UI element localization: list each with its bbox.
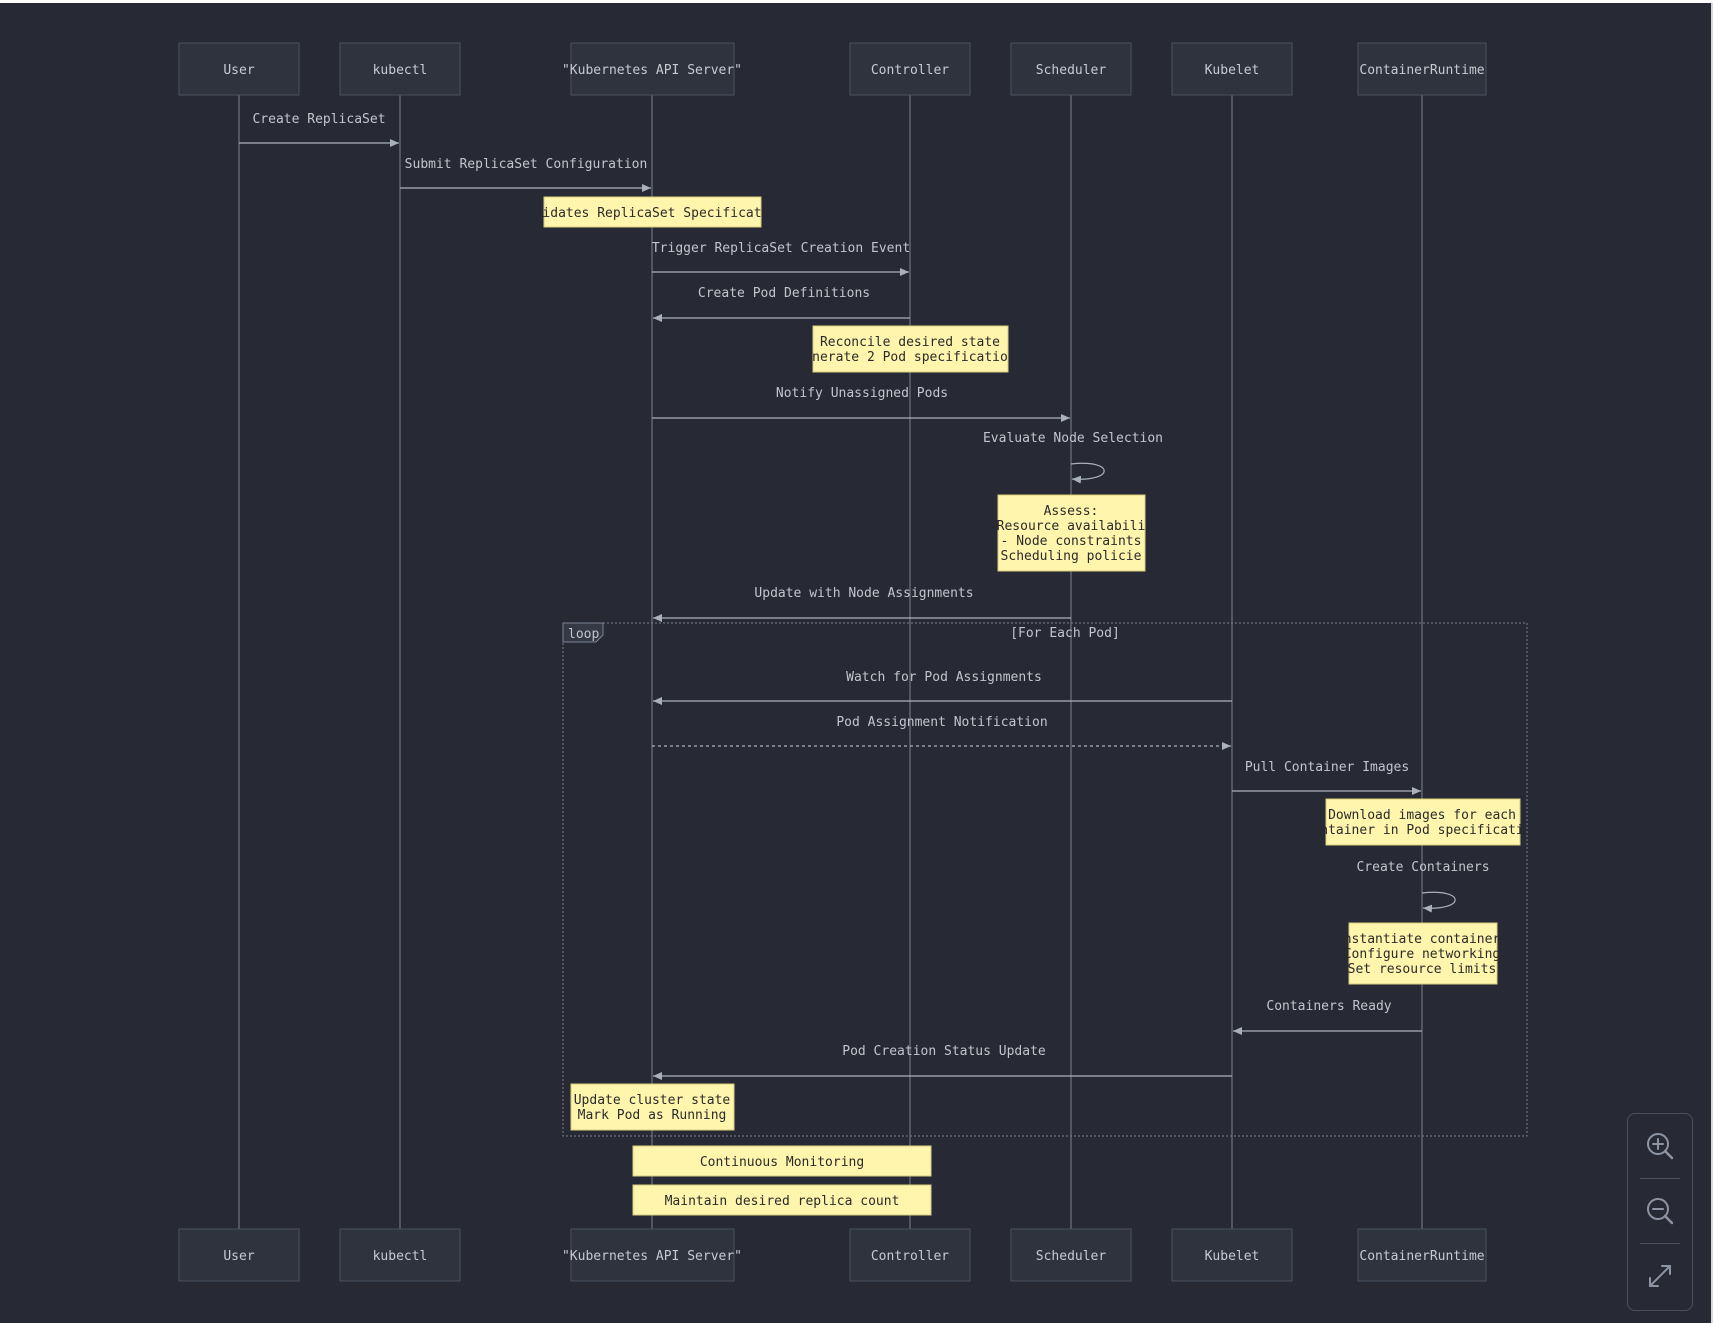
actor-controller[interactable]: Controller: [849, 1228, 971, 1282]
svg-text:Configure networking: Configure networking: [1344, 947, 1501, 962]
lifelines: [238, 95, 1423, 1229]
actors-bottom: User kubectl "Kubernetes API Server" Con…: [178, 1228, 1487, 1282]
self-message-arrow: [1421, 891, 1456, 913]
message-label: Containers Ready: [1266, 999, 1391, 1014]
svg-text:kubectl: kubectl: [373, 1249, 428, 1264]
actor-user[interactable]: User: [178, 42, 300, 96]
actor-kubectl[interactable]: kubectl: [339, 1228, 461, 1282]
messages: Create ReplicaSet Submit ReplicaSet Conf…: [239, 112, 1490, 1080]
actor-kubectl[interactable]: kubectl: [339, 42, 461, 96]
actors-top: User kubectl "Kubernetes API Server" Con…: [178, 42, 1487, 96]
svg-text:kubectl: kubectl: [373, 63, 428, 78]
svg-text:- Node constraints: - Node constraints: [1001, 534, 1142, 549]
svg-text:Update cluster state: Update cluster state: [574, 1093, 731, 1108]
zoom-out-icon: [1647, 1198, 1674, 1225]
message-label: Trigger ReplicaSet Creation Event: [652, 241, 910, 256]
note: Update cluster state Mark Pod as Running: [570, 1083, 735, 1131]
svg-text:User: User: [223, 63, 254, 78]
note: Maintain desired replica count: [632, 1184, 932, 1216]
fit-screen-icon: [1649, 1265, 1671, 1287]
svg-text:Download images for each: Download images for each: [1328, 808, 1516, 823]
loop-frame: loop [For Each Pod]: [562, 622, 1528, 1137]
note: nstantiate container Configure networkin…: [1344, 922, 1501, 985]
message-label: Pod Assignment Notification: [836, 715, 1047, 730]
message-label: Pull Container Images: [1245, 760, 1409, 775]
actor-scheduler[interactable]: Scheduler: [1010, 1228, 1132, 1282]
message-label: Notify Unassigned Pods: [776, 386, 948, 401]
message-label: Pod Creation Status Update: [842, 1044, 1046, 1059]
note: Assess: Resource availabili - Node const…: [997, 494, 1146, 572]
note: Continuous Monitoring: [632, 1145, 932, 1177]
svg-text:"Kubernetes API Server": "Kubernetes API Server": [562, 1249, 742, 1264]
loop-condition: [For Each Pod]: [1010, 626, 1120, 641]
svg-text:Reconcile desired state: Reconcile desired state: [820, 335, 1000, 350]
divider: [1640, 1243, 1680, 1244]
zoom-controls: [1627, 1113, 1693, 1311]
actor-controller[interactable]: Controller: [849, 42, 971, 96]
svg-text:Assess:: Assess:: [1044, 504, 1099, 519]
svg-text:"Kubernetes API Server": "Kubernetes API Server": [562, 63, 742, 78]
message-label: Update with Node Assignments: [754, 586, 973, 601]
svg-text:ContainerRuntime: ContainerRuntime: [1359, 1249, 1484, 1264]
zoom-in-button[interactable]: [1628, 1114, 1692, 1178]
diagram-canvas[interactable]: loop [For Each Pod] Create ReplicaSet Su…: [0, 3, 1713, 1323]
svg-text:Continuous Monitoring: Continuous Monitoring: [700, 1155, 864, 1170]
note: idates ReplicaSet Specificat: [542, 196, 762, 228]
message-label: Create Containers: [1356, 860, 1489, 875]
loop-tag-label: loop: [568, 627, 599, 642]
message-label: Evaluate Node Selection: [983, 431, 1163, 446]
message-label: Create ReplicaSet: [252, 112, 385, 127]
svg-text:Set resource limits: Set resource limits: [1348, 962, 1497, 977]
actor-user[interactable]: User: [178, 1228, 300, 1282]
actor-kubelet[interactable]: Kubelet: [1171, 1228, 1293, 1282]
message-label: Submit ReplicaSet Configuration: [405, 157, 648, 172]
message-label: Create Pod Definitions: [698, 286, 870, 301]
svg-text:idates ReplicaSet Specificat: idates ReplicaSet Specificat: [542, 206, 761, 221]
actor-kubelet[interactable]: Kubelet: [1171, 42, 1293, 96]
svg-text:Kubelet: Kubelet: [1205, 63, 1260, 78]
svg-text:Maintain desired replica count: Maintain desired replica count: [665, 1194, 900, 1209]
svg-text:Scheduling policie: Scheduling policie: [1001, 549, 1142, 564]
svg-text:Resource availabili: Resource availabili: [997, 519, 1146, 534]
svg-text:Mark Pod as Running: Mark Pod as Running: [578, 1108, 727, 1123]
self-message-arrow: [1070, 462, 1105, 484]
svg-text:nstantiate container: nstantiate container: [1344, 932, 1501, 947]
actor-container-runtime[interactable]: ContainerRuntime: [1357, 1228, 1487, 1282]
loop-tag: [562, 622, 604, 643]
notes: idates ReplicaSet Specificat Reconcile d…: [542, 196, 1524, 1216]
svg-text:User: User: [223, 1249, 254, 1264]
svg-text:ntainer in Pod specificati: ntainer in Pod specificati: [1320, 823, 1524, 838]
message-label: Watch for Pod Assignments: [846, 670, 1042, 685]
actor-api-server[interactable]: "Kubernetes API Server": [562, 42, 742, 96]
svg-text:Scheduler: Scheduler: [1036, 1249, 1107, 1264]
fit-screen-button[interactable]: [1628, 1244, 1692, 1308]
actor-scheduler[interactable]: Scheduler: [1010, 42, 1132, 96]
svg-text:Controller: Controller: [871, 63, 949, 78]
zoom-out-button[interactable]: [1628, 1179, 1692, 1243]
svg-text:Scheduler: Scheduler: [1036, 63, 1107, 78]
svg-text:Kubelet: Kubelet: [1205, 1249, 1260, 1264]
divider: [1640, 1178, 1680, 1179]
note: Download images for each ntainer in Pod …: [1320, 798, 1524, 846]
actor-api-server[interactable]: "Kubernetes API Server": [562, 1228, 742, 1282]
svg-text:Controller: Controller: [871, 1249, 949, 1264]
svg-text:ContainerRuntime: ContainerRuntime: [1359, 63, 1484, 78]
zoom-in-icon: [1647, 1133, 1674, 1160]
note: Reconcile desired state nerate 2 Pod spe…: [812, 325, 1009, 373]
svg-text:nerate 2 Pod specificatio: nerate 2 Pod specificatio: [812, 350, 1008, 365]
actor-container-runtime[interactable]: ContainerRuntime: [1357, 42, 1487, 96]
